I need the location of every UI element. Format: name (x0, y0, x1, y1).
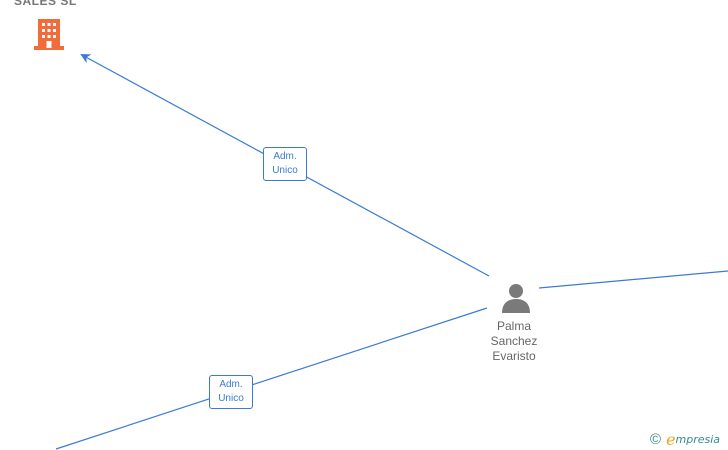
person-name-line: Palma (496, 319, 531, 333)
edge-label-line: Adm. (219, 379, 243, 390)
edge-person-to-offscreen-left (55, 307, 488, 450)
copyright-icon: © (650, 430, 662, 448)
edge-label-adm-unico[interactable]: Adm. Unico (263, 147, 307, 181)
empresia-watermark: © e mpresia (650, 429, 721, 449)
person-name[interactable]: Palma Sanchez Evaristo (476, 319, 552, 364)
brand-initial: e (666, 429, 676, 449)
building-icon[interactable] (32, 17, 66, 51)
edge-label-line: Adm. (273, 151, 297, 162)
edge-person-to-offscreen-right (538, 270, 728, 289)
edge-label-line: Unico (218, 393, 244, 404)
edge-label-line: Unico (272, 165, 298, 176)
person-name-line: Evaristo (492, 349, 536, 363)
person-name-line: Sanchez (490, 334, 538, 348)
brand-name: mpresia (675, 432, 721, 446)
edge-label-adm-unico[interactable]: Adm. Unico (209, 375, 253, 409)
company-name[interactable]: SALES SL (14, 0, 77, 8)
person-icon[interactable] (499, 283, 533, 313)
